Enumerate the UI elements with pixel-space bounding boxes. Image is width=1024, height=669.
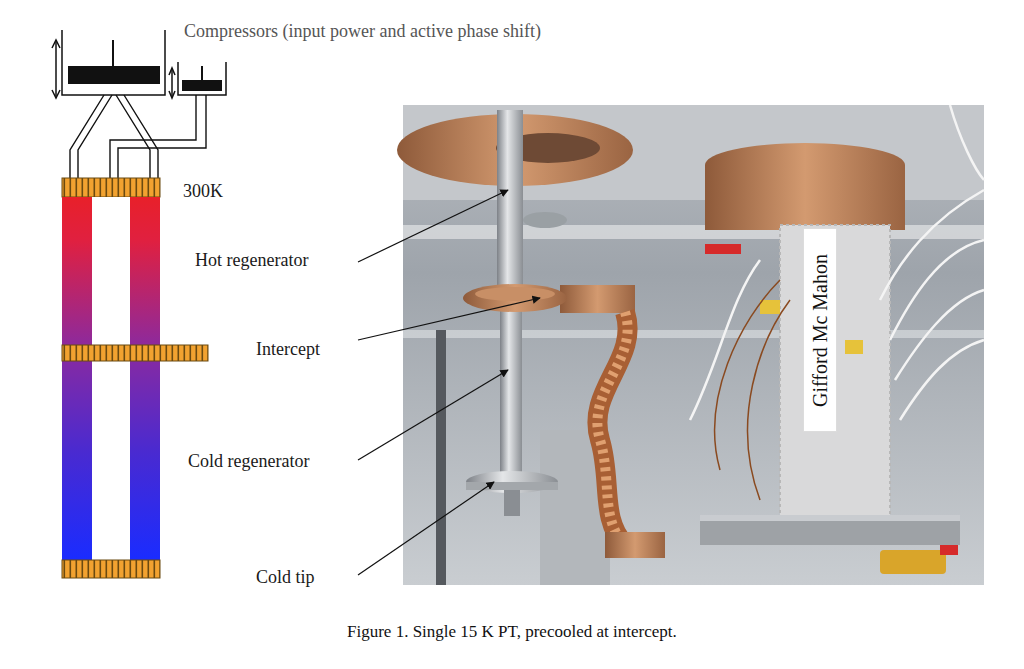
compressor-symbol	[178, 62, 226, 95]
compressor-symbol	[62, 30, 165, 95]
leader-line	[358, 190, 540, 575]
leader-line	[358, 370, 508, 460]
pulse-tube-schematic	[62, 345, 208, 361]
gas-pipe	[70, 95, 206, 178]
cryocooler-photo	[780, 225, 890, 520]
cryocooler-photo	[780, 225, 890, 520]
pulse-tube-schematic	[130, 197, 160, 560]
cryocooler-photo	[700, 515, 960, 545]
pulse-tube-schematic	[62, 197, 92, 560]
cryocooler-photo	[475, 287, 555, 301]
cryocooler-photo	[500, 300, 522, 478]
part-label: Intercept	[256, 340, 320, 360]
cryocooler-photo	[715, 280, 790, 500]
cryocooler-photo	[690, 260, 760, 420]
cryocooler-photo	[466, 482, 558, 490]
cryocooler-photo	[403, 330, 984, 338]
cryocooler-photo	[940, 545, 958, 555]
cryocooler-photo	[845, 340, 863, 354]
compressor-symbol	[169, 68, 175, 98]
cryocooler-photo	[523, 212, 567, 228]
cryocooler-photo	[397, 105, 984, 585]
leader-line	[358, 298, 540, 340]
label-box: Gifford Mc Mahon	[803, 228, 837, 432]
pulse-tube-schematic	[92, 197, 130, 560]
cryocooler-photo	[436, 330, 446, 585]
cryocooler-photo	[690, 105, 984, 420]
cryocooler-photo	[705, 165, 905, 230]
cryocooler-photo	[900, 340, 984, 420]
compressor-symbol	[55, 42, 57, 96]
cryocooler-photo	[597, 312, 627, 545]
cryocooler-photo	[466, 471, 558, 493]
cryocooler-photo	[760, 300, 780, 314]
figure-caption: Figure 1. Single 15 K PT, precooled at i…	[347, 622, 677, 642]
cryocooler-photo	[504, 490, 520, 516]
part-label: Hot regenerator	[195, 251, 308, 271]
temperature-label: 300K	[183, 182, 223, 202]
pulse-tube-schematic	[62, 560, 160, 578]
cryocooler-photo	[700, 515, 960, 521]
compressor-symbol	[112, 40, 114, 66]
cryocooler-photo	[880, 550, 946, 574]
gas-pipe	[110, 95, 196, 178]
part-label: Cold tip	[256, 568, 315, 588]
cryocooler-photo	[950, 105, 984, 180]
node-text: Gifford Mc Mahon	[809, 254, 832, 407]
cryocooler-photo	[497, 110, 523, 295]
gas-pipe	[116, 95, 150, 178]
gas-pipe	[124, 95, 158, 178]
cryocooler-photo	[605, 532, 665, 558]
pulse-tube-schematic	[62, 178, 160, 197]
cryocooler-photo	[463, 284, 567, 312]
part-label: Cold regenerator	[188, 452, 309, 472]
cryocooler-photo	[890, 240, 984, 340]
pulse-tube-schematic	[62, 178, 208, 578]
leader-line	[358, 482, 494, 575]
compressor-symbol	[68, 66, 160, 84]
compressor-symbol	[171, 70, 173, 96]
cryocooler-photo	[560, 285, 635, 313]
cryocooler-photo	[597, 312, 627, 545]
compressor-label: Compressors (input power and active phas…	[184, 22, 541, 42]
compressor-symbol	[201, 66, 203, 80]
cryocooler-photo	[705, 244, 741, 254]
cryocooler-photo	[748, 300, 790, 500]
leader-line	[358, 190, 508, 262]
compressor-symbol	[52, 40, 60, 98]
compressor-symbol	[182, 80, 222, 91]
gas-pipe	[78, 95, 112, 178]
gas-pipe	[118, 95, 206, 178]
